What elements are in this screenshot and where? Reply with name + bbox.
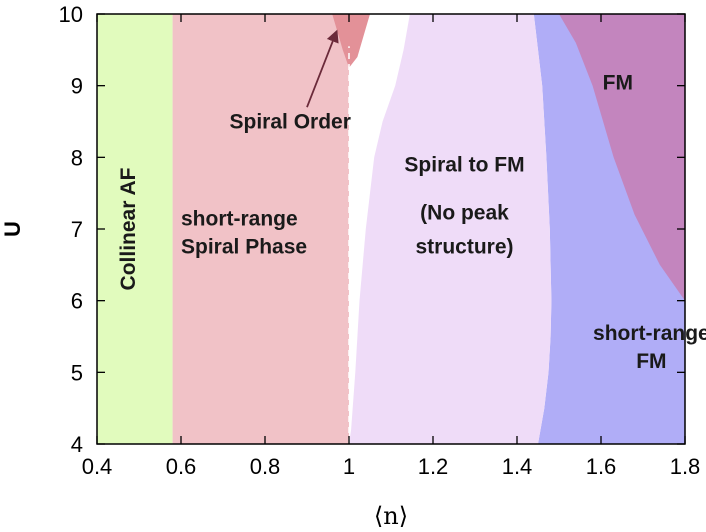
label-short-range-fm-line-1: short-range [593, 322, 706, 345]
region-spiral-order [332, 14, 370, 68]
spiral-order-arrow [306, 29, 339, 108]
label-spiral-to-fm-line-1: Spiral to FM [404, 154, 524, 177]
y-tick-label: 8 [71, 145, 83, 170]
y-axis-label: U [0, 221, 25, 237]
x-tick-label: 1.2 [418, 454, 449, 479]
label-fm: FM [603, 71, 633, 94]
label-spiral-order: Spiral Order [230, 111, 351, 134]
x-tick-label: 1.8 [670, 454, 701, 479]
x-tick-label: 0.6 [166, 454, 197, 479]
region-short-range-spiral [172, 14, 349, 444]
label-collinear-af: Collinear AF [117, 167, 140, 290]
y-tick-label: 4 [71, 432, 83, 457]
x-tick-label: 0.8 [250, 454, 281, 479]
label-short-range-fm-line-2: FM [636, 350, 666, 373]
label-short-range-spiral-line-1: short-range [181, 207, 298, 230]
label-spiral-to-fm-line-2: (No peak [420, 202, 509, 225]
x-tick-label: 1 [343, 454, 355, 479]
y-tick-label: 6 [71, 289, 83, 314]
region-spiral-to-fm [349, 14, 552, 444]
x-tick-label: 0.4 [82, 454, 113, 479]
label-spiral-to-fm-line-3: structure) [415, 236, 513, 259]
label-short-range-spiral-line-2: Spiral Phase [181, 235, 307, 258]
y-tick-label: 7 [71, 217, 83, 242]
phase-regions [97, 14, 685, 444]
x-tick-label: 1.6 [586, 454, 617, 479]
y-tick-label: 5 [71, 360, 83, 385]
x-tick-label: 1.4 [502, 454, 533, 479]
axis-ticks: 0.4 0.6 0.8 1 1.2 1.4 1.6 1.8 4 5 6 7 8 9 10 [59, 2, 701, 479]
y-tick-label: 10 [59, 2, 83, 27]
region-collinear-af [97, 14, 173, 444]
y-tick-label: 9 [71, 74, 83, 99]
x-axis-label: ⟨n⟩ [374, 502, 408, 530]
region-fm [559, 14, 685, 301]
